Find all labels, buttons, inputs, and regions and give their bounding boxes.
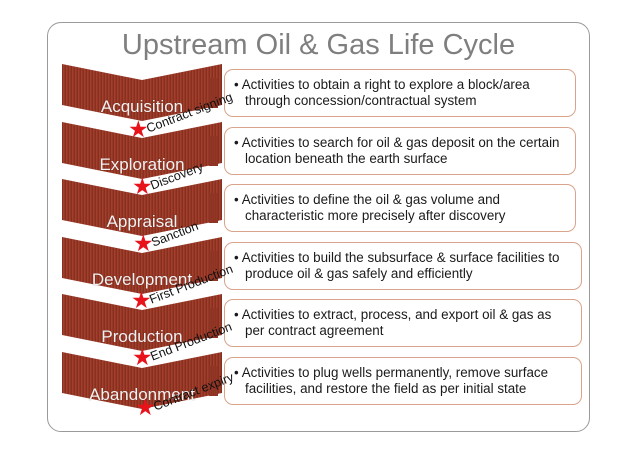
connector-stub [209,250,218,281]
bullet-icon: • [234,77,239,92]
star-icon: ★ [135,394,156,420]
phase-description-body: Activities to build the subsurface & sur… [241,249,560,281]
phase-name-label: Production [101,327,183,346]
star-icon: ★ [128,116,149,142]
phase-description-text: • Activities to define the oil & gas vol… [234,192,567,224]
star-icon: ★ [132,173,153,199]
star-icon: ★ [133,230,154,256]
phase-row: Appraisal • Activities to define the oil… [0,179,638,236]
phase-description-body: Activities to search for oil & gas depos… [241,134,560,166]
connector-stub [209,135,218,166]
phase-name-label: Development [91,269,193,289]
bullet-icon: • [234,307,239,322]
phase-description-box[interactable]: • Activities to define the oil & gas vol… [224,184,576,232]
phase-description-box[interactable]: • Activities to obtain a right to explor… [224,69,576,117]
phase-name-label: Exploration [99,154,185,174]
phase-description-body: Activities to obtain a right to explore … [241,77,530,108]
page-title: Upstream Oil & Gas Life Cycle [121,29,516,61]
phase-description-box[interactable]: • Activities to plug wells permanently, … [224,356,582,405]
phase-chevron-shape[interactable] [62,64,222,121]
phase-chevron-shape[interactable] [62,294,222,351]
phase-row: Development • Activities to build the su… [0,236,638,294]
phase-chevron-shape[interactable] [62,351,222,409]
phase-description-body: Activities to plug wells permanently, re… [241,364,549,396]
phase-description-text: • Activities to obtain a right to explor… [234,77,567,109]
connector-stub [209,308,218,338]
phase-description-text: • Activities to extract, process, and ex… [234,307,573,339]
bullet-icon: • [234,249,239,265]
star-icon: ★ [132,344,153,370]
phase-description-text: • Activities to build the subsurface & s… [234,250,573,282]
phase-chevron-shape[interactable] [62,236,222,294]
phase-name-label: Appraisal [106,212,178,231]
phase-chevron-shape[interactable] [62,121,222,179]
phase-row: Exploration • Activities to search for o… [0,121,638,179]
phase-description-box[interactable]: • Activities to search for oil & gas dep… [224,126,576,175]
bullet-icon: • [234,192,239,207]
phase-description-body: Activities to define the oil & gas volum… [241,192,506,223]
connector-stub [209,365,218,396]
phase-chevron-shape[interactable] [62,179,222,236]
phase-row: Abandonment • Activities to plug wells p… [0,351,638,409]
phase-row: Acquisition • Activities to obtain a rig… [0,64,638,121]
phase-description-body: Activities to extract, process, and expo… [241,307,552,338]
phase-name-label: Acquisition [100,97,184,116]
star-icon: ★ [131,287,152,313]
phase-description-box[interactable]: • Activities to extract, process, and ex… [224,299,582,347]
bullet-icon: • [234,364,239,380]
bullet-icon: • [234,134,239,150]
phase-description-text: • Activities to search for oil & gas dep… [234,135,567,167]
connector-stub [209,193,218,223]
phase-description-text: • Activities to plug wells permanently, … [234,365,573,397]
phase-description-box[interactable]: • Activities to build the subsurface & s… [224,241,582,290]
connector-stub [209,78,218,108]
phase-row: Production • Activities to extract, proc… [0,294,638,351]
phase-name-label: Abandonment [89,384,195,404]
